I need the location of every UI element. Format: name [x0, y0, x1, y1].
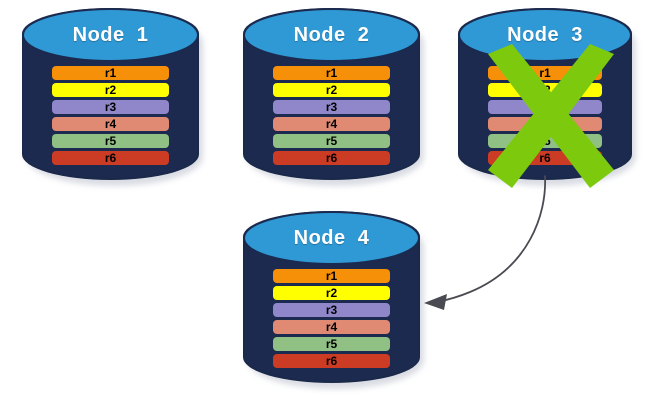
node-3-row-r5[interactable]: r5: [488, 134, 602, 148]
node-1-cylinder[interactable]: Node 1 r1 r2 r3 r4 r5 r6: [22, 8, 203, 186]
node-1-row-r5[interactable]: r5: [52, 134, 169, 148]
node-3-row-r2[interactable]: r2: [488, 83, 602, 97]
node-3-row-r4[interactable]: r4: [488, 117, 602, 131]
node-1-top-ellipse: Node 1: [22, 8, 199, 62]
node-3-row-r6[interactable]: r6: [488, 151, 602, 165]
node-2-rows: r1 r2 r3 r4 r5 r6: [243, 66, 420, 165]
node-4-row-r5[interactable]: r5: [273, 337, 390, 351]
node-2-row-r4[interactable]: r4: [273, 117, 390, 131]
node-3-row-r3[interactable]: r3: [488, 100, 602, 114]
node-2-label: Node 2: [293, 23, 370, 46]
node-3-label: Node 3: [507, 23, 583, 46]
node-1-row-r1[interactable]: r1: [52, 66, 169, 80]
node-2-row-r2[interactable]: r2: [273, 83, 390, 97]
node-1-label: Node 1: [72, 23, 149, 46]
node-3-row-r1[interactable]: r1: [488, 66, 602, 80]
node-4-label: Node 4: [293, 226, 370, 249]
node-1-row-r2[interactable]: r2: [52, 83, 169, 97]
node-2-row-r1[interactable]: r1: [273, 66, 390, 80]
node-1-row-r4[interactable]: r4: [52, 117, 169, 131]
node-4-row-r2[interactable]: r2: [273, 286, 390, 300]
node-3-top-ellipse: Node 3: [458, 8, 632, 62]
node-4-cylinder[interactable]: Node 4 r1 r2 r3 r4 r5 r6: [243, 211, 424, 389]
node-2-row-r6[interactable]: r6: [273, 151, 390, 165]
node-1-rows: r1 r2 r3 r4 r5 r6: [22, 66, 199, 165]
node-4-row-r6[interactable]: r6: [273, 354, 390, 368]
node-2-row-r3[interactable]: r3: [273, 100, 390, 114]
node-4-row-r4[interactable]: r4: [273, 320, 390, 334]
node-4-row-r3[interactable]: r3: [273, 303, 390, 317]
node-4-rows: r1 r2 r3 r4 r5 r6: [243, 269, 420, 368]
node-4-top-ellipse: Node 4: [243, 211, 420, 265]
node-1-row-r3[interactable]: r3: [52, 100, 169, 114]
node-4-row-r1[interactable]: r1: [273, 269, 390, 283]
node-2-top-ellipse: Node 2: [243, 8, 420, 62]
arrowhead-icon: [424, 294, 447, 310]
node-2-cylinder[interactable]: Node 2 r1 r2 r3 r4 r5 r6: [243, 8, 424, 186]
node-1-row-r6[interactable]: r6: [52, 151, 169, 165]
node-2-row-r5[interactable]: r5: [273, 134, 390, 148]
node-3-cylinder[interactable]: Node 3 r1 r2 r3 r4 r5 r6: [458, 8, 636, 186]
node-3-rows: r1 r2 r3 r4 r5 r6: [458, 66, 632, 165]
